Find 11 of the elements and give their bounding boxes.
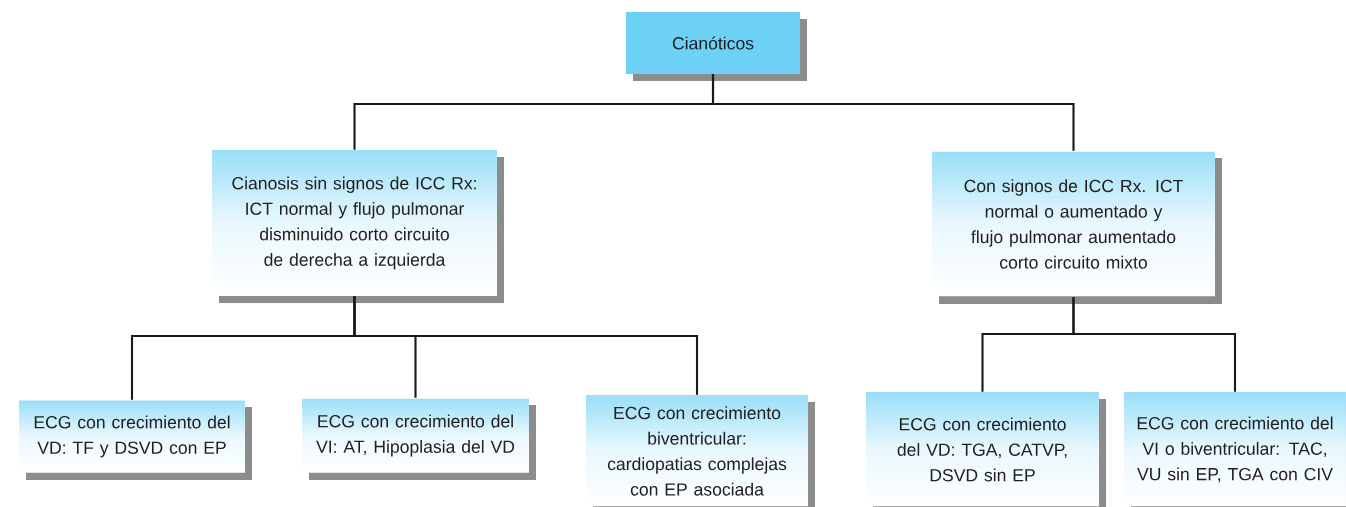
connector-line: [353, 296, 699, 395]
process-box: ECG con crecimiento del VI o biventricular: TAC, VU sin EP, TGA con CIV: [1124, 392, 1346, 507]
process-box: ECG con crecimiento del VD: TF y DSVD con EP: [19, 400, 252, 480]
process-box: Cianosis sin signos de ICC Rx: ICT normal y flujo pulmonar disminuido corto circuito de derecha a izquierda: [212, 150, 504, 303]
process-box: Con signos de ICC Rx. ICT normal o aumentado y flujo pulmonar aumentado corto circuito mixto: [932, 151, 1222, 304]
process-box: ECG con crecimiento del VI: AT, Hipoplasia del VD: [302, 398, 536, 480]
process-box: ECG con crecimiento biventricular: cardiopatias complejas con EP asociada: [586, 395, 815, 507]
process-box: Cianóticos: [626, 12, 807, 81]
connector-line: [1072, 297, 1237, 392]
connector-line: [711, 74, 1075, 151]
process-box: ECG con crecimiento del VD: TGA, CATVP, DSVD sin EP: [866, 392, 1106, 507]
